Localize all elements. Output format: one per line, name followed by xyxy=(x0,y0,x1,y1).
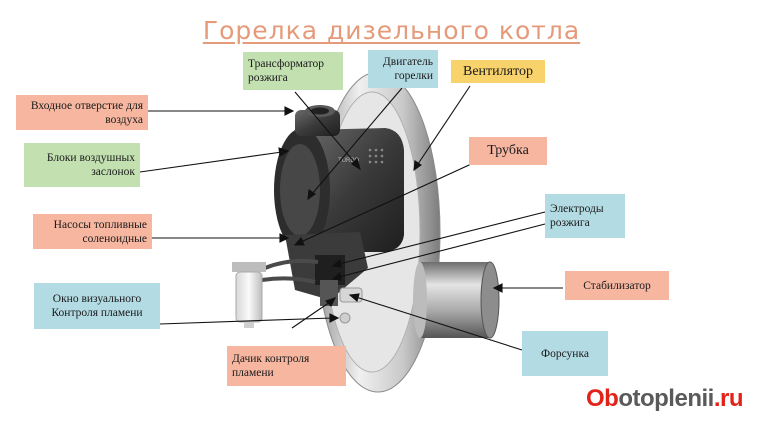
label-air-dampers: Блоки воздушных заслонок xyxy=(24,143,140,187)
label-stabilizer: Стабилизатор xyxy=(565,271,669,300)
label-air-inlet: Входное отверстие для воздуха xyxy=(16,95,148,130)
label-fan: Вентилятор xyxy=(451,60,545,83)
air-inlet-pipe xyxy=(295,105,340,136)
label-tube: Трубка xyxy=(469,137,547,165)
label-flame-sensor: Дачик контроля пламени xyxy=(227,346,346,386)
label-ignition-electrodes: Электроды розжига xyxy=(545,194,625,238)
fuel-hoses xyxy=(261,258,319,284)
brand-logo: Obotoplenii.ru xyxy=(586,385,743,413)
label-flame-window: Окно визуального Контроля пламени xyxy=(34,283,160,329)
label-nozzle: Форсунка xyxy=(522,331,608,376)
flame-window-glass xyxy=(232,262,266,328)
stabilizer-cylinder xyxy=(413,261,500,339)
brand-prefix: Ob xyxy=(586,385,619,412)
device-plate-text: TURBO xyxy=(338,158,359,164)
label-fuel-pumps: Насосы топливные соленоидные xyxy=(33,214,152,249)
label-ignition-transformer: Трансформатор розжига xyxy=(243,52,343,90)
callout-arrows xyxy=(139,85,563,351)
brand-middle: otoplenii xyxy=(618,385,714,412)
label-burner-motor: Двигатель горелки xyxy=(368,50,438,88)
diagram-title: Горелка дизельного котла xyxy=(202,16,581,45)
motor-body: TURBO xyxy=(274,128,404,252)
brand-suffix: .ru xyxy=(713,385,744,412)
